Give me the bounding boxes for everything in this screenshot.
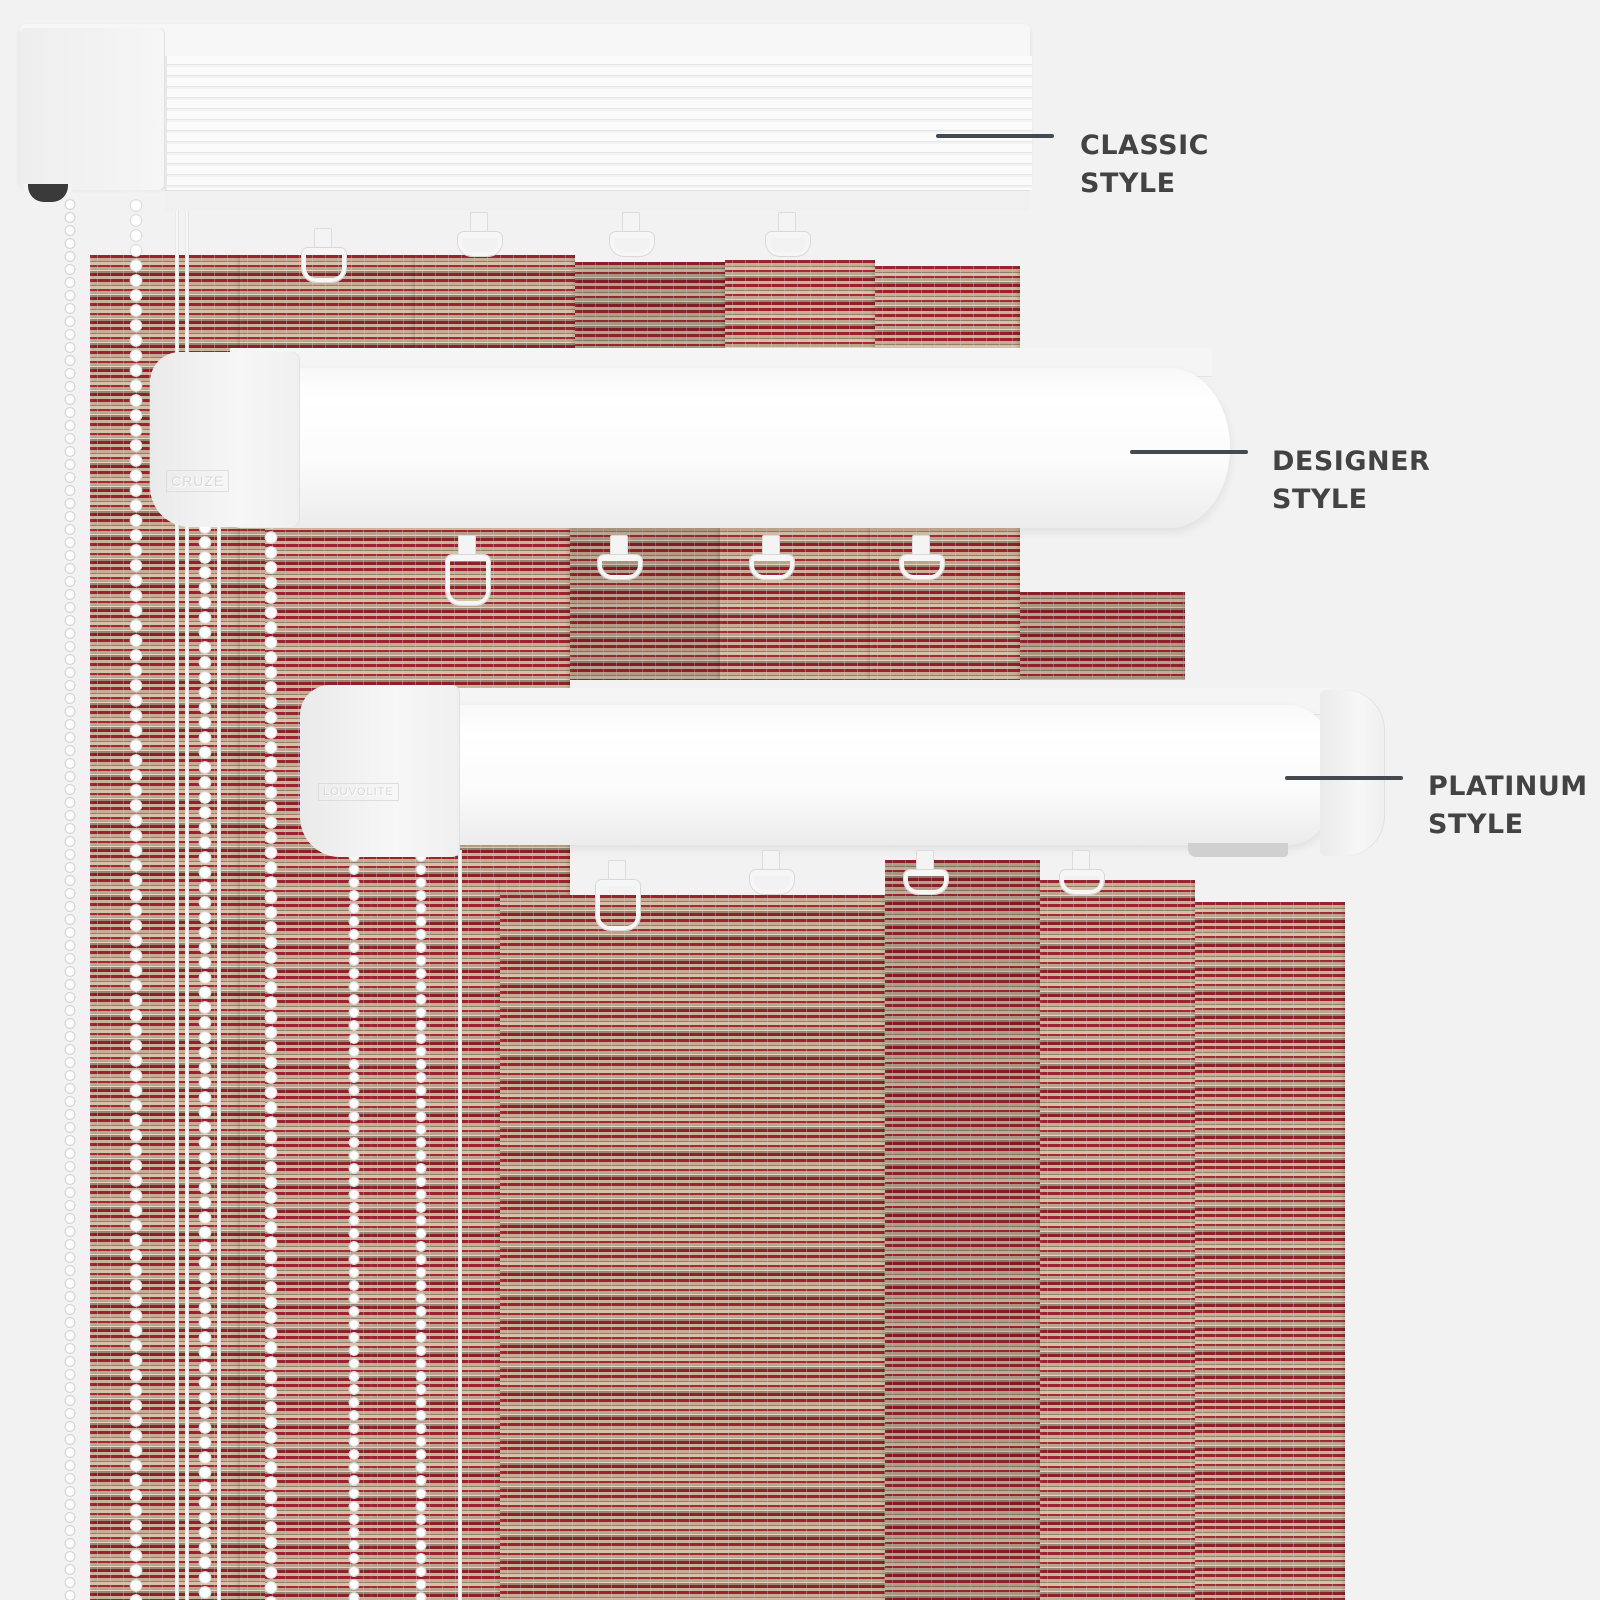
designer-louvre-5	[1020, 592, 1185, 680]
designer-louvre-2	[570, 525, 720, 680]
classic-carrier-hook-3	[610, 212, 654, 260]
designer-louvre-3	[720, 525, 870, 680]
platinum-callout-line	[1285, 776, 1403, 780]
designer-carrier-hook-4	[900, 535, 944, 583]
classic-pull-cord-1[interactable]	[175, 188, 179, 1600]
platinum-louvre-3	[885, 860, 1040, 1600]
classic-louvre-3	[415, 255, 575, 355]
classic-callout-line	[936, 134, 1054, 138]
designer-pull-cord[interactable]	[217, 510, 221, 1600]
classic-carrier-hook-2	[458, 212, 502, 260]
classic-headrail-ribbed-fascia	[165, 56, 1032, 190]
classic-carrier-hook-1	[302, 228, 346, 282]
platinum-carrier-hook-3	[904, 850, 948, 898]
platinum-carrier-hook-1	[596, 860, 640, 930]
designer-brand-logo: CRUZE	[166, 470, 230, 492]
classic-style-label-line1: CLASSIC	[1080, 130, 1209, 161]
classic-louvre-6	[875, 266, 1020, 354]
classic-pull-cord-2[interactable]	[185, 188, 189, 1600]
classic-control-chain-front[interactable]	[64, 198, 76, 1600]
platinum-carrier-hook-2	[750, 850, 794, 898]
platinum-style-label-line1: PLATINUM	[1428, 771, 1588, 802]
designer-louvre-4	[870, 525, 1020, 680]
classic-headrail-endcap	[20, 28, 165, 190]
designer-style-label-line2: STYLE	[1272, 484, 1368, 515]
platinum-pull-cord[interactable]	[458, 850, 462, 1600]
platinum-carrier-hook-4	[1060, 850, 1104, 898]
classic-control-chain-back[interactable]	[129, 198, 143, 1600]
designer-control-chain-front[interactable]	[198, 520, 212, 1600]
platinum-style-label: PLATINUM STYLE	[1428, 768, 1588, 844]
platinum-louvre-1	[370, 880, 500, 1600]
designer-carrier-hook-3	[750, 535, 794, 583]
designer-headrail-endcap: CRUZE	[150, 352, 300, 527]
platinum-control-chain-back[interactable]	[415, 850, 427, 1600]
classic-style-label-line2: STYLE	[1080, 168, 1176, 199]
classic-headrail-track	[165, 190, 1030, 211]
platinum-control-chain-front[interactable]	[348, 850, 360, 1600]
platinum-louvre-2	[500, 895, 885, 1600]
classic-louvre-4	[575, 262, 725, 354]
platinum-brand-logo: LOUVOLITE	[318, 783, 399, 801]
classic-headrail	[20, 24, 1032, 211]
platinum-louvre-4	[1040, 880, 1195, 1600]
designer-style-label: DESIGNER STYLE	[1272, 443, 1430, 519]
platinum-headrail-right-endcap	[1320, 690, 1385, 856]
designer-carrier-hook-2	[598, 535, 642, 583]
classic-louvre-5	[725, 260, 875, 354]
platinum-headrail-endcap: LOUVOLITE	[300, 685, 460, 857]
designer-carrier-hook-1	[446, 535, 490, 605]
platinum-louvre-5	[1195, 902, 1345, 1600]
designer-control-chain-back[interactable]	[264, 500, 278, 1600]
classic-carrier-hook-4	[766, 212, 810, 260]
platinum-style-label-line2: STYLE	[1428, 809, 1524, 840]
platinum-headrail-underside	[1188, 843, 1288, 857]
designer-style-label-line1: DESIGNER	[1272, 446, 1431, 477]
designer-headrail	[230, 368, 1230, 528]
platinum-headrail	[380, 705, 1340, 845]
classic-style-label: CLASSIC STYLE	[1080, 127, 1209, 203]
designer-callout-line	[1130, 450, 1248, 454]
